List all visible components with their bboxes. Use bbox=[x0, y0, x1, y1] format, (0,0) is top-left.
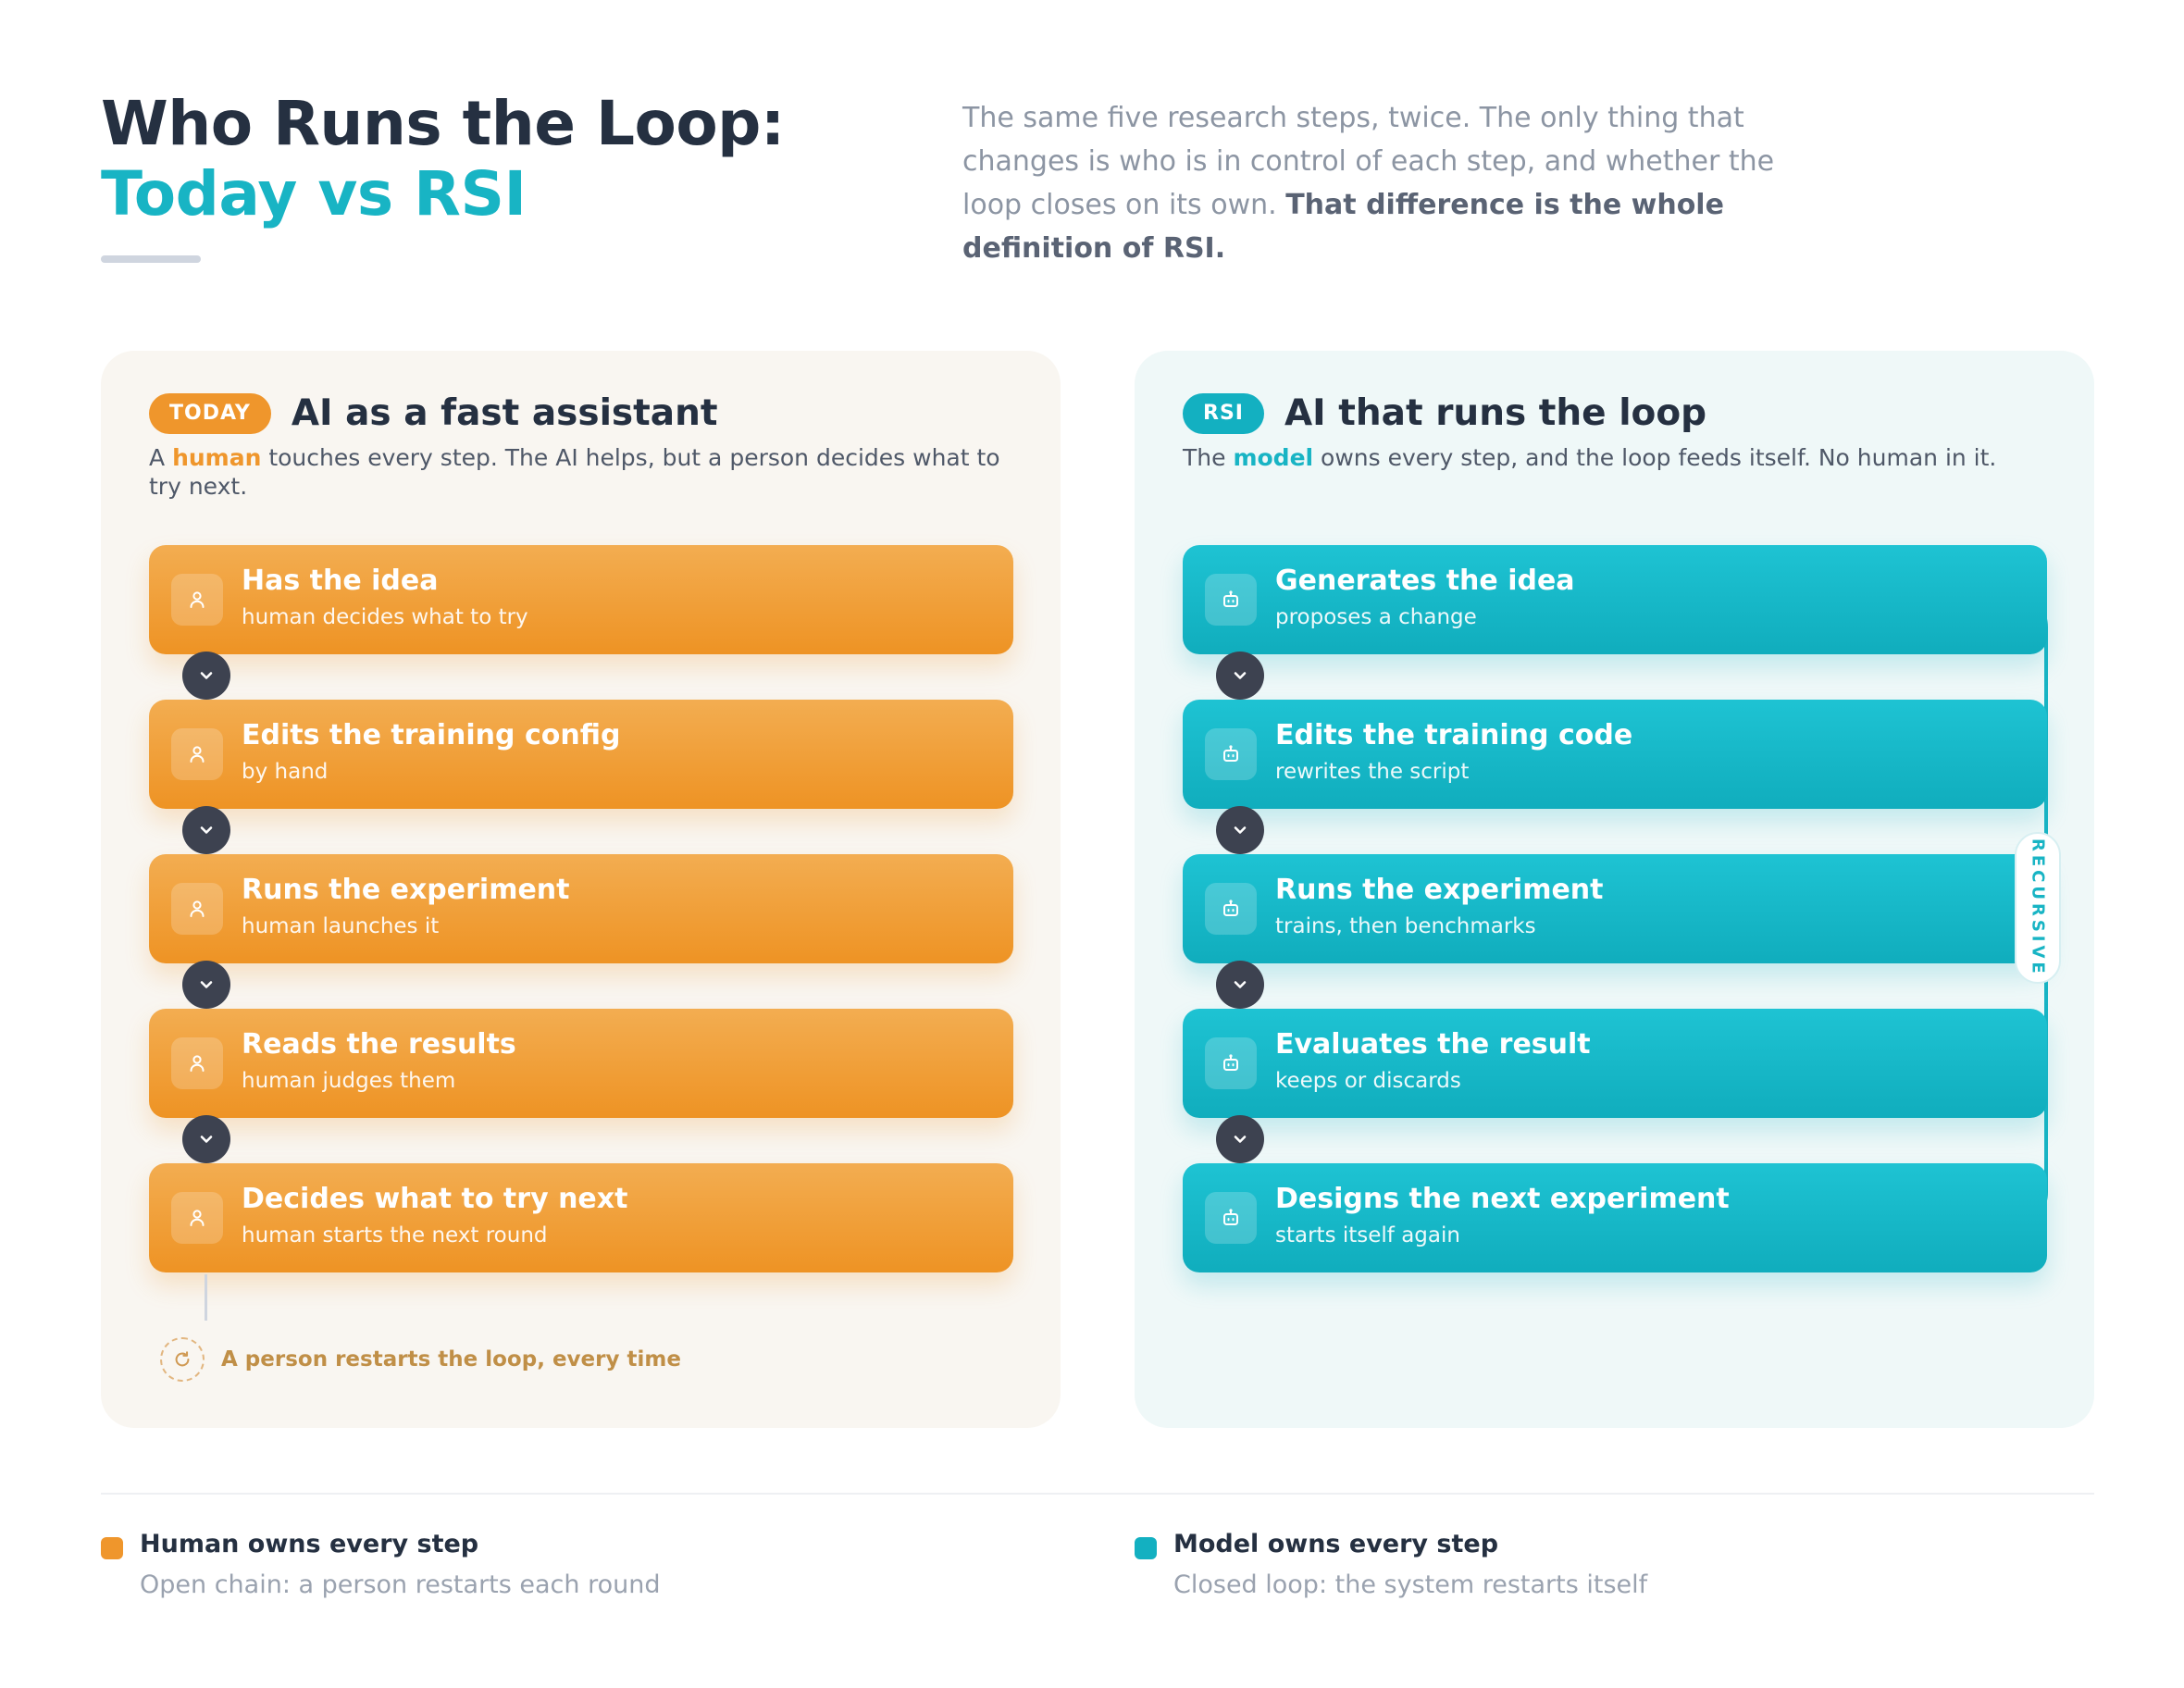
chevron-down-icon bbox=[182, 1115, 230, 1163]
step-title: Edits the training config bbox=[242, 719, 621, 751]
restart-note: A person restarts the loop, every time bbox=[160, 1337, 681, 1382]
person-icon bbox=[171, 728, 223, 780]
step-subtitle: proposes a change bbox=[1275, 605, 1477, 629]
step-subtitle: by hand bbox=[242, 760, 329, 784]
rsi-step: Runs the experiment trains, then benchma… bbox=[1183, 854, 2047, 963]
legend-swatch-teal bbox=[1135, 1537, 1157, 1559]
step-subtitle: starts itself again bbox=[1275, 1223, 1460, 1247]
step-title: Generates the idea bbox=[1275, 565, 1575, 597]
today-sub-pre: A bbox=[149, 444, 173, 471]
rsi-step: Designs the next experiment starts itsel… bbox=[1183, 1163, 2047, 1272]
today-sub-highlight: human bbox=[172, 444, 262, 471]
today-title: AI as a fast assistant bbox=[291, 392, 718, 434]
chevron-down-icon bbox=[1216, 652, 1264, 700]
today-step: Edits the training config by hand bbox=[149, 700, 1013, 809]
rsi-sub-highlight: model bbox=[1233, 444, 1314, 471]
today-subtitle: A human touches every step. The AI helps… bbox=[149, 443, 1019, 501]
step-subtitle: human decides what to try bbox=[242, 605, 528, 629]
step-title: Decides what to try next bbox=[242, 1183, 628, 1215]
today-header: TODAY AI as a fast assistant bbox=[149, 392, 718, 434]
legend-divider bbox=[101, 1493, 2094, 1495]
legend-title: Human owns every step bbox=[140, 1530, 479, 1558]
today-step: Has the idea human decides what to try bbox=[149, 545, 1013, 654]
legend-title: Model owns every step bbox=[1173, 1530, 1499, 1558]
rsi-title: AI that runs the loop bbox=[1284, 392, 1707, 434]
step-title: Has the idea bbox=[242, 565, 439, 597]
today-badge: TODAY bbox=[149, 392, 271, 434]
rsi-step: Generates the idea proposes a change bbox=[1183, 545, 2047, 654]
step-subtitle: human starts the next round bbox=[242, 1223, 548, 1247]
rsi-sub-pre: The bbox=[1183, 444, 1234, 471]
legend-subtitle: Closed loop: the system restarts itself bbox=[1173, 1570, 1648, 1599]
rsi-step: Edits the training code rewrites the scr… bbox=[1183, 700, 2047, 809]
rsi-panel: RSI AI that runs the loop The model owns… bbox=[1135, 351, 2094, 1428]
robot-icon bbox=[1205, 883, 1257, 935]
chevron-down-icon bbox=[1216, 1115, 1264, 1163]
person-icon bbox=[171, 883, 223, 935]
chevron-down-icon bbox=[182, 961, 230, 1009]
step-subtitle: human launches it bbox=[242, 914, 440, 938]
robot-icon bbox=[1205, 728, 1257, 780]
step-title: Edits the training code bbox=[1275, 719, 1633, 751]
title-line-2: Today vs RSI bbox=[101, 158, 527, 230]
open-chain-tail bbox=[205, 1274, 207, 1321]
step-title: Designs the next experiment bbox=[1275, 1183, 1730, 1215]
intro-emphasis: That difference is the whole definition … bbox=[962, 189, 1724, 265]
today-panel: TODAY AI as a fast assistant A human tou… bbox=[101, 351, 1061, 1428]
title-underline bbox=[101, 255, 201, 263]
step-title: Evaluates the result bbox=[1275, 1028, 1591, 1061]
today-step: Reads the results human judges them bbox=[149, 1009, 1013, 1118]
person-icon bbox=[171, 574, 223, 626]
legend-subtitle: Open chain: a person restarts each round bbox=[140, 1570, 661, 1599]
robot-icon bbox=[1205, 1192, 1257, 1244]
restart-note-text: A person restarts the loop, every time bbox=[221, 1347, 681, 1372]
today-step: Decides what to try next human starts th… bbox=[149, 1163, 1013, 1272]
robot-icon bbox=[1205, 1037, 1257, 1089]
rsi-subtitle: The model owns every step, and the loop … bbox=[1183, 443, 2053, 472]
step-title: Runs the experiment bbox=[1275, 874, 1604, 906]
recursive-label-text: RECURSIVE bbox=[2028, 838, 2048, 977]
intro-paragraph: The same five research steps, twice. The… bbox=[962, 96, 1842, 270]
recursive-label: RECURSIVE bbox=[2015, 832, 2061, 984]
rsi-badge: RSI bbox=[1183, 392, 1264, 434]
robot-icon bbox=[1205, 574, 1257, 626]
refresh-icon bbox=[160, 1337, 205, 1382]
rsi-header: RSI AI that runs the loop bbox=[1183, 392, 1706, 434]
person-icon bbox=[171, 1192, 223, 1244]
legend-swatch-orange bbox=[101, 1537, 123, 1559]
step-subtitle: trains, then benchmarks bbox=[1275, 914, 1536, 938]
title-line-1: Who Runs the Loop: bbox=[101, 88, 785, 159]
chevron-down-icon bbox=[182, 806, 230, 854]
today-sub-post: touches every step. The AI helps, but a … bbox=[149, 444, 1000, 500]
chevron-down-icon bbox=[1216, 961, 1264, 1009]
step-subtitle: keeps or discards bbox=[1275, 1069, 1461, 1093]
chevron-down-icon bbox=[1216, 806, 1264, 854]
today-step: Runs the experiment human launches it bbox=[149, 854, 1013, 963]
step-title: Runs the experiment bbox=[242, 874, 570, 906]
person-icon bbox=[171, 1037, 223, 1089]
intro-text: The same five research steps, twice. The… bbox=[962, 102, 1775, 221]
page-title: Who Runs the Loop: Today vs RSI bbox=[101, 89, 897, 230]
step-title: Reads the results bbox=[242, 1028, 516, 1061]
step-subtitle: human judges them bbox=[242, 1069, 456, 1093]
rsi-step: Evaluates the result keeps or discards bbox=[1183, 1009, 2047, 1118]
rsi-sub-post: owns every step, and the loop feeds itse… bbox=[1313, 444, 1997, 471]
chevron-down-icon bbox=[182, 652, 230, 700]
step-subtitle: rewrites the script bbox=[1275, 760, 1470, 784]
